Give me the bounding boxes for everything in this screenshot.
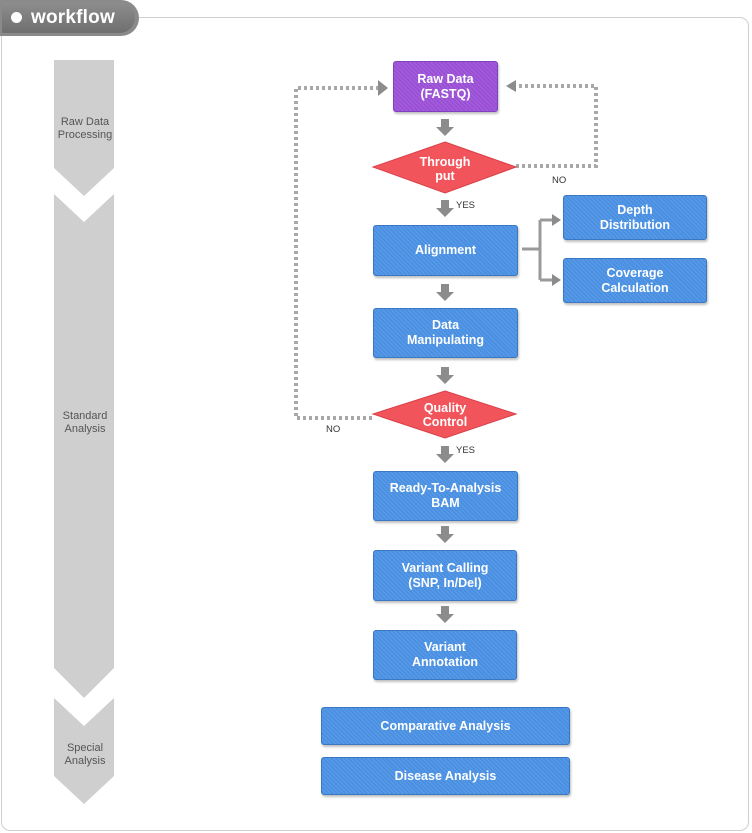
stage-arrow-standard-analysis	[54, 194, 114, 698]
stage-label-special-analysis: Special Analysis	[64, 742, 106, 767]
qc-yes-label: YES	[456, 445, 476, 456]
variant-calling-node: Variant Calling (SNP, In/Del)	[373, 550, 517, 601]
throughput-no-label: NO	[552, 175, 567, 186]
arrow-raw-to-throughput	[436, 119, 454, 136]
workflow-header-tab: workflow	[0, 0, 139, 36]
qc-no-loop	[294, 86, 382, 420]
arrow-alignment-to-data	[436, 284, 454, 301]
flow-arrows	[436, 119, 454, 623]
quality-control-decision	[371, 390, 518, 439]
stage-label-raw-data-processing: Raw Data Processing	[57, 116, 113, 141]
stage-label-standard-analysis: Standard Analysis	[62, 410, 108, 435]
alignment-branch-lines	[522, 218, 552, 282]
variant-annotation-node: Variant Annotation	[373, 630, 517, 680]
workflow-panel	[1, 17, 749, 831]
quality-control-label: Quality Control	[422, 401, 468, 429]
throughput-no-loop	[510, 84, 598, 168]
arrow-to-depth	[552, 214, 561, 226]
arrow-to-coverage	[552, 274, 561, 286]
qc-no-label: NO	[326, 424, 341, 435]
stage-arrow-special-analysis	[54, 698, 114, 804]
arrow-no-into-raw-right	[506, 80, 516, 92]
data-manipulating-node: Data Manipulating	[373, 308, 518, 358]
comparative-analysis-node: Comparative Analysis	[321, 707, 570, 745]
stage-arrow-raw-data-processing	[54, 60, 114, 196]
arrow-qc-to-bam	[436, 446, 454, 463]
arrow-data-to-qc	[436, 367, 454, 384]
arrow-calling-to-annotation	[436, 606, 454, 623]
ready-to-analysis-bam-node: Ready-To-Analysis BAM	[373, 471, 518, 521]
raw-data-node: Raw Data (FASTQ)	[393, 61, 498, 112]
arrow-throughput-to-alignment	[436, 200, 454, 217]
bullet-icon	[11, 12, 22, 23]
disease-analysis-node: Disease Analysis	[321, 757, 570, 795]
alignment-node: Alignment	[373, 225, 518, 276]
throughput-yes-label: YES	[456, 200, 476, 211]
throughput-decision	[371, 141, 518, 194]
page-title: workflow	[31, 6, 115, 28]
arrow-bam-to-variant-calling	[436, 526, 454, 543]
throughput-label: Through put	[419, 155, 471, 183]
no-loop-lines	[294, 84, 598, 420]
coverage-calculation-node: Coverage Calculation	[563, 258, 707, 303]
depth-distribution-node: Depth Distribution	[563, 195, 707, 240]
arrow-no-into-raw-left	[378, 80, 388, 96]
